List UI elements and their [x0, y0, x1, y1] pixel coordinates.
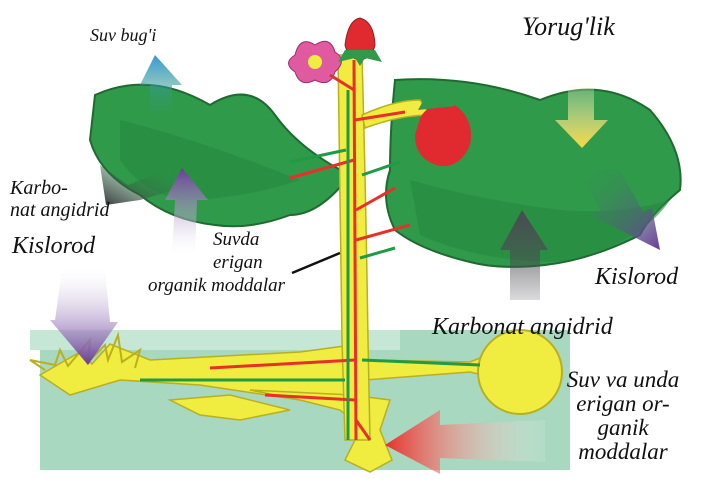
water-vapor-label: Suv bug'i: [90, 26, 156, 44]
flower-center: [308, 55, 322, 69]
organic-pointer-line: [292, 253, 340, 273]
light-label: Yorug'lik: [522, 14, 615, 40]
co2-right-label: Karbonat angidrid: [432, 315, 613, 339]
soil-label-line4: moddalar: [548, 440, 698, 463]
organic-label-line2: erigan: [213, 253, 263, 272]
oxygen-left-label: Kislorod: [12, 234, 95, 258]
soil-label-line2: erigan or-: [548, 392, 698, 415]
co2-left-label-line1: Karbo-: [10, 178, 68, 198]
organic-label-line1: Suvda: [213, 230, 259, 249]
oxygen-right-label: Kislorod: [595, 265, 678, 289]
co2-left-label-line2: nat angidrid: [10, 200, 109, 220]
soil-label-line1: Suv va unda: [548, 368, 698, 391]
strawberry: [415, 104, 471, 166]
organic-label-line3: organik moddalar: [148, 276, 285, 295]
soil-label-line3: ganik: [548, 416, 698, 439]
